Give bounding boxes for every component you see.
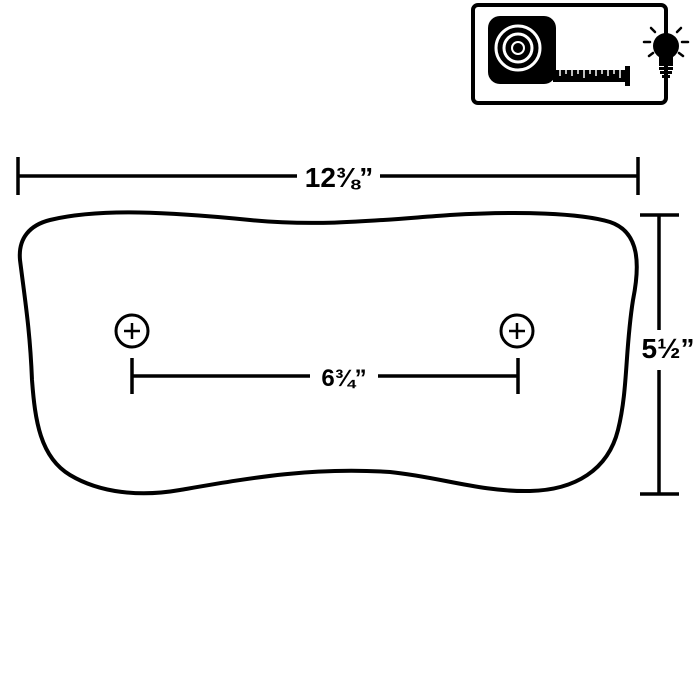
tape-measure-icon bbox=[488, 16, 630, 86]
mounting-hole-left bbox=[114, 313, 150, 349]
light-bulb-icon bbox=[642, 20, 690, 78]
height-dimension: 5½” bbox=[640, 213, 698, 496]
hole-spacing-dimension: 6¾” bbox=[130, 358, 520, 394]
icon-badge bbox=[471, 3, 690, 105]
height-dimension-label: 5½” bbox=[642, 333, 695, 364]
width-dimension-label: 12⅜” bbox=[305, 162, 374, 193]
template-outline bbox=[17, 210, 639, 496]
mounting-hole-right bbox=[499, 313, 535, 349]
width-dimension: 12⅜” bbox=[16, 157, 640, 195]
hole-spacing-label: 6¾” bbox=[321, 365, 366, 392]
